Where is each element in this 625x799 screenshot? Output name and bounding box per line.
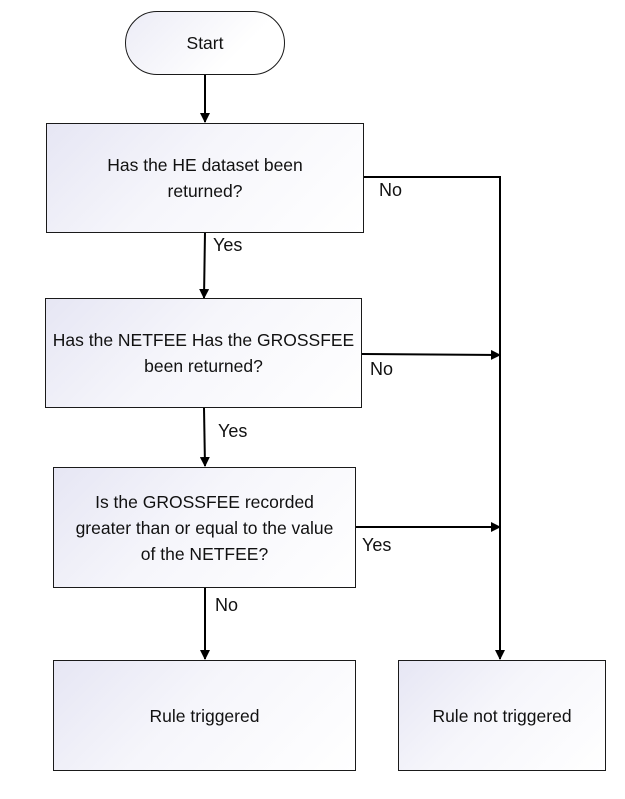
decision-netfee-grossfee-label: Has the NETFEE Has the GROSSFEE been ret… xyxy=(52,330,355,376)
start-terminal: Start xyxy=(125,11,285,75)
decision-he-dataset-label: Has the HE dataset been returned? xyxy=(107,155,303,201)
edge-label-q1-yes: Yes xyxy=(213,235,243,255)
decision-grossfee-gte-label: Is the GROSSFEE recorded greater than or… xyxy=(75,491,334,564)
edge-label-q3-yes: Yes xyxy=(362,535,392,555)
outcome-rule-not-triggered: Rule not triggered xyxy=(398,660,606,771)
outcome-rule-triggered: Rule triggered xyxy=(53,660,356,771)
arrow-q2-to-q3 xyxy=(199,407,210,467)
decision-netfee-grossfee-returned: Has the NETFEE Has the GROSSFEE been ret… xyxy=(45,298,362,408)
arrow-q2-no-to-rail xyxy=(361,349,501,360)
edge-label-q1-no: No xyxy=(379,180,403,200)
edge-label-q2-yes: Yes xyxy=(218,421,248,441)
edge-label-q2-no: No xyxy=(370,359,394,379)
line-q1-no-to-right-rail xyxy=(363,176,505,660)
rule-not-triggered-label: Rule not triggered xyxy=(432,705,572,726)
arrow-q1-to-q2 xyxy=(199,231,210,299)
decision-he-dataset-returned: Has the HE dataset been returned? xyxy=(46,123,364,233)
rule-triggered-label: Rule triggered xyxy=(149,705,260,726)
edge-label-q3-no: No xyxy=(215,595,239,615)
decision-grossfee-gte-netfee: Is the GROSSFEE recorded greater than or… xyxy=(53,467,356,588)
start-label: Start xyxy=(186,33,224,53)
